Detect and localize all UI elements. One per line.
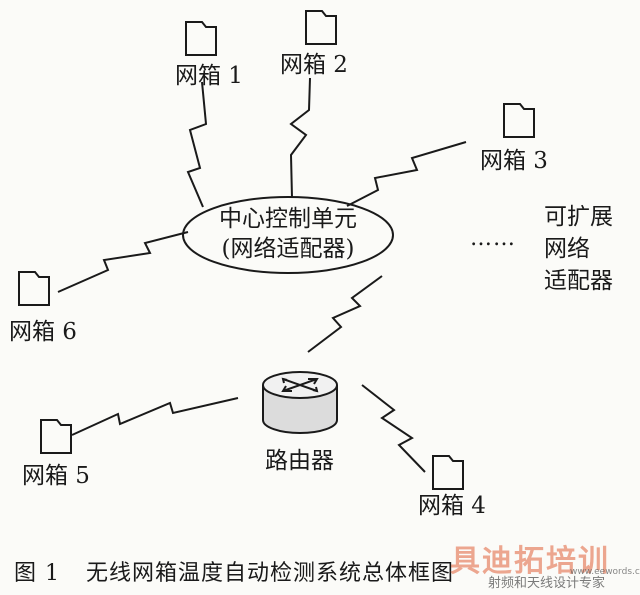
wireless-link-box6: [57, 231, 189, 293]
ellipsis-dots: ……: [470, 226, 516, 251]
center-unit-line2: (网络适配器): [221, 236, 355, 262]
center-unit-label: 中心控制单元 (网络适配器): [178, 204, 398, 264]
center-unit-line1: 中心控制单元: [219, 206, 357, 232]
center-unit-ellipse: [182, 196, 394, 274]
box-1-label: 网箱 1: [175, 63, 243, 89]
watermark-slogan: 射频和天线设计专家: [488, 576, 606, 591]
watermark-logo: 具迪拓培训: [450, 544, 610, 579]
folder-icon: [503, 103, 535, 138]
figure-title: 无线网箱温度自动检测系统总体框图: [86, 561, 455, 586]
folder-icon: [305, 10, 337, 45]
wireless-link-box3: [346, 141, 467, 207]
watermark-url: www.eewords.com: [570, 567, 640, 577]
folder-icon: [18, 271, 50, 306]
wireless-link-box4: [361, 384, 426, 473]
expandable-line3: 适配器: [544, 268, 613, 294]
wireless-link-box2: [289, 77, 311, 199]
wireless-link-router: [307, 275, 383, 353]
folder-icon: [432, 455, 464, 490]
box-6-label: 网箱 6: [9, 319, 77, 345]
router-icon: [262, 371, 338, 434]
folder-icon: [185, 21, 217, 56]
folder-icon: [40, 419, 72, 454]
figure-number: 图 1: [14, 561, 60, 586]
box-2-label: 网箱 2: [280, 52, 348, 78]
box-4-label: 网箱 4: [418, 493, 486, 519]
box-5-label: 网箱 5: [22, 463, 90, 489]
expandable-line2: 网络: [544, 236, 590, 262]
expandable-adapter-label: 可扩展 网络 适配器: [544, 201, 613, 297]
wireless-link-box5: [71, 397, 239, 436]
expandable-line1: 可扩展: [544, 204, 613, 230]
router-label: 路由器: [265, 448, 334, 474]
box-3-label: 网箱 3: [480, 148, 548, 174]
figure-caption: 图 1 无线网箱温度自动检测系统总体框图: [14, 555, 454, 587]
wireless-link-box1: [186, 81, 208, 208]
